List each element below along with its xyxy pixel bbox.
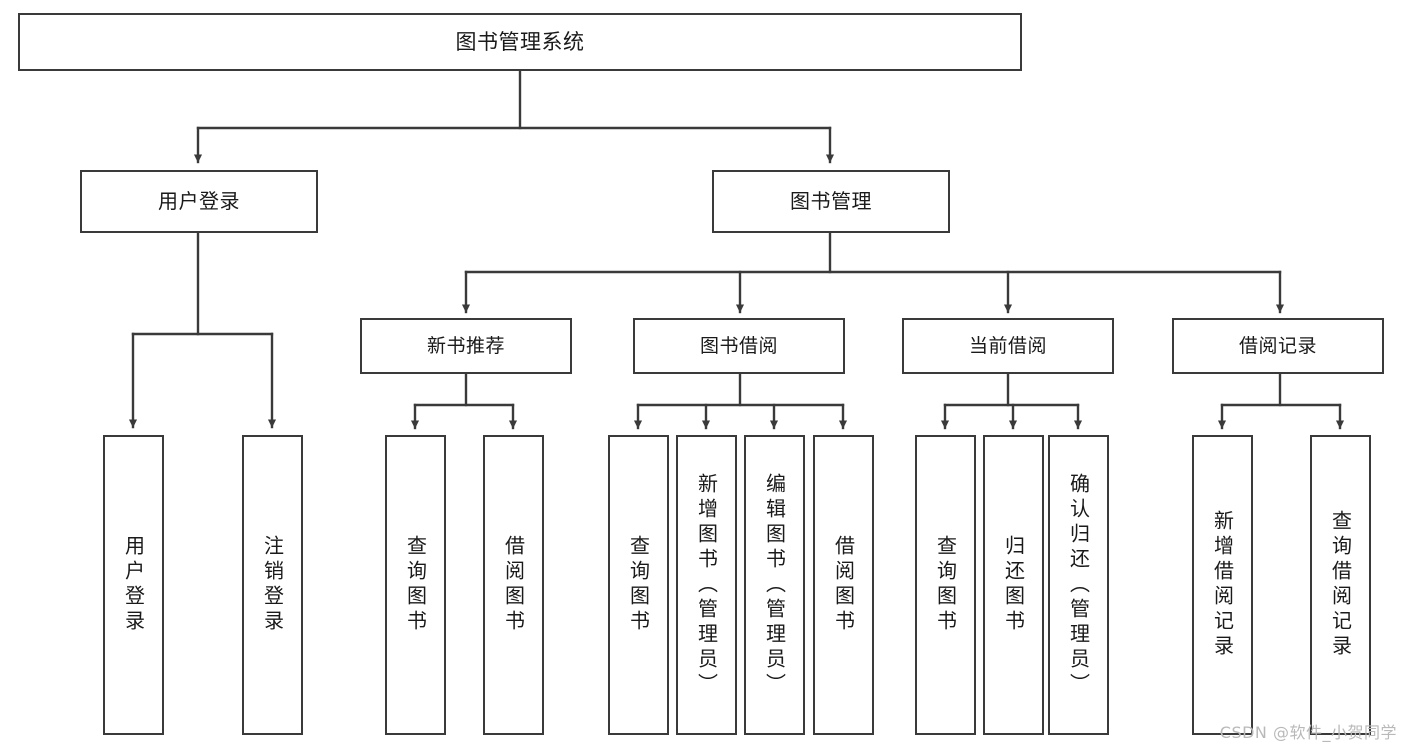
node-leaf-query-record-label: 查询借阅记录 <box>1328 510 1353 660</box>
node-user-login-label: 用户登录 <box>158 188 240 213</box>
node-leaf-user-login-label: 用户登录 <box>121 535 146 635</box>
node-leaf-return-book-label: 归还图书 <box>1001 535 1026 635</box>
node-leaf-edit-book-label: 编辑图书（管理员） <box>762 472 787 698</box>
node-root[interactable]: 图书管理系统 <box>18 13 1022 71</box>
node-leaf-confirm-return-label: 确认归还（管理员） <box>1066 472 1091 698</box>
node-borrow-record[interactable]: 借阅记录 <box>1172 318 1384 374</box>
node-leaf-add-record[interactable]: 新增借阅记录 <box>1192 435 1253 735</box>
csdn-watermark: CSDN @软件_小贺同学 <box>1219 723 1397 742</box>
node-leaf-borrow-book-1[interactable]: 借阅图书 <box>483 435 544 735</box>
node-book-manage[interactable]: 图书管理 <box>712 170 950 233</box>
node-book-borrow[interactable]: 图书借阅 <box>633 318 845 374</box>
node-leaf-add-book[interactable]: 新增图书（管理员） <box>676 435 737 735</box>
node-leaf-edit-book[interactable]: 编辑图书（管理员） <box>744 435 805 735</box>
node-leaf-query-book-1[interactable]: 查询图书 <box>385 435 446 735</box>
node-leaf-query-book-2-label: 查询图书 <box>626 535 651 635</box>
node-book-borrow-label: 图书借阅 <box>699 334 778 357</box>
node-leaf-query-book-3[interactable]: 查询图书 <box>915 435 976 735</box>
node-new-book-recommend[interactable]: 新书推荐 <box>360 318 572 374</box>
node-leaf-borrow-book-2-label: 借阅图书 <box>831 535 856 635</box>
node-current-borrow[interactable]: 当前借阅 <box>902 318 1114 374</box>
node-leaf-user-logout-label: 注销登录 <box>260 535 285 635</box>
node-user-login[interactable]: 用户登录 <box>80 170 318 233</box>
node-leaf-add-record-label: 新增借阅记录 <box>1210 510 1235 660</box>
node-root-label: 图书管理系统 <box>455 29 585 54</box>
node-leaf-query-record[interactable]: 查询借阅记录 <box>1310 435 1371 735</box>
node-new-book-recommend-label: 新书推荐 <box>426 334 505 357</box>
node-leaf-borrow-book-2[interactable]: 借阅图书 <box>813 435 874 735</box>
node-leaf-query-book-2[interactable]: 查询图书 <box>608 435 669 735</box>
node-current-borrow-label: 当前借阅 <box>968 334 1047 357</box>
node-leaf-borrow-book-1-label: 借阅图书 <box>501 535 526 635</box>
node-leaf-add-book-label: 新增图书（管理员） <box>694 472 719 698</box>
node-borrow-record-label: 借阅记录 <box>1238 334 1317 357</box>
node-leaf-user-login[interactable]: 用户登录 <box>103 435 164 735</box>
node-book-manage-label: 图书管理 <box>790 188 872 213</box>
node-leaf-return-book[interactable]: 归还图书 <box>983 435 1044 735</box>
node-leaf-user-logout[interactable]: 注销登录 <box>242 435 303 735</box>
node-leaf-confirm-return[interactable]: 确认归还（管理员） <box>1048 435 1109 735</box>
node-leaf-query-book-3-label: 查询图书 <box>933 535 958 635</box>
node-leaf-query-book-1-label: 查询图书 <box>403 535 428 635</box>
